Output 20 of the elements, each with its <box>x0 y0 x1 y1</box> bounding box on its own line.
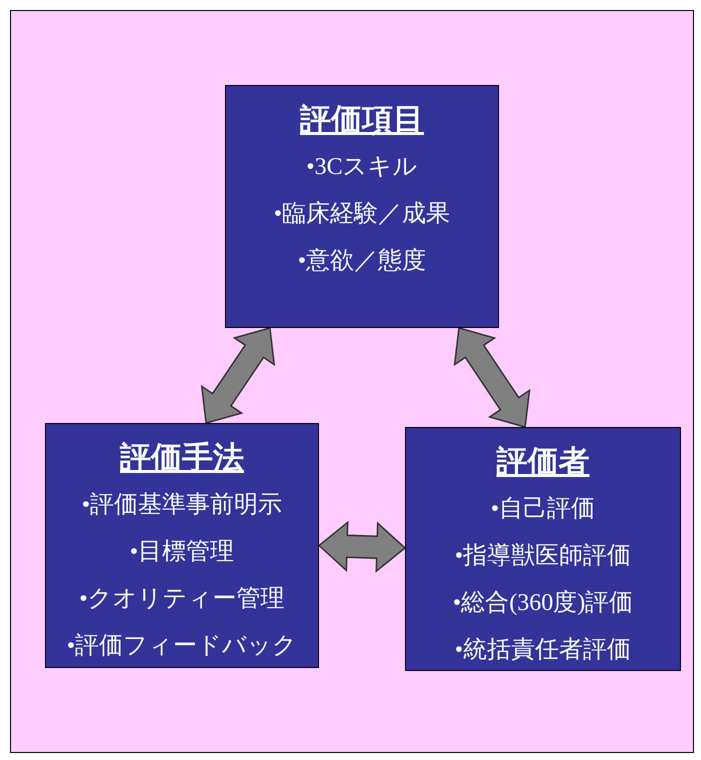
box <box>225 85 499 328</box>
bullet-item: •目標管理 <box>130 538 234 567</box>
bullet-item: •自己評価 <box>490 495 596 524</box>
box-heading: 評価手法 <box>120 439 244 477</box>
bullet-item: •総合(360度)評価 <box>452 588 634 618</box>
double-arrow <box>454 327 530 428</box>
bullet-item: •評価基準事前明示 <box>82 491 282 520</box>
box-heading: 評価項目 <box>300 101 424 139</box>
box <box>45 423 319 668</box>
bullet-item: •臨床経験／成果 <box>274 200 450 229</box>
double-arrow <box>200 327 276 424</box>
bullet-item: •評価フィードバック <box>66 632 298 661</box>
box-heading: 評価者 <box>496 443 590 481</box>
double-arrow <box>318 520 406 573</box>
bullet-item: •クオリティー管理 <box>79 585 285 614</box>
bullet-item: •統括責任者評価 <box>454 636 632 665</box>
bullet-item: •意欲／態度 <box>298 246 426 276</box>
bullet-item: •3Cスキル <box>306 153 418 182</box>
box <box>405 427 681 671</box>
bullet-item: •指導獣医師評価 <box>454 542 632 571</box>
